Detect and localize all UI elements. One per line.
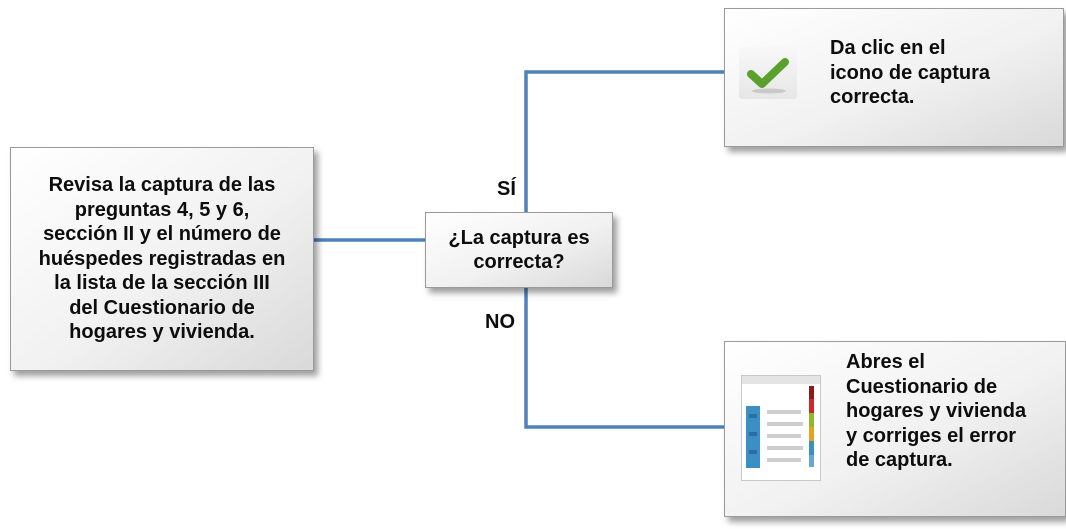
decision-box: ¿La captura es correcta? xyxy=(425,212,613,288)
questionnaire-form-icon xyxy=(741,375,821,481)
yes-outcome-box: Da clic en el icono de captura correcta. xyxy=(724,8,1064,147)
connector-decision-to-no xyxy=(524,288,724,429)
no-outcome-text: Abres el Cuestionario de hogares y vivie… xyxy=(846,351,1027,471)
branch-yes-label: SÍ xyxy=(497,178,516,200)
start-step-text: Revisa la captura de las preguntas 4, 5 … xyxy=(38,174,286,344)
checkmark-icon xyxy=(739,47,797,99)
yes-outcome-text: Da clic en el icono de captura correcta. xyxy=(830,37,991,108)
connector-decision-to-yes xyxy=(524,70,724,212)
branch-no-label: NO xyxy=(485,311,515,333)
no-outcome-box: Abres el Cuestionario de hogares y vivie… xyxy=(724,341,1066,517)
start-step-box: Revisa la captura de las preguntas 4, 5 … xyxy=(10,147,314,371)
decision-question: ¿La captura es correcta? xyxy=(448,226,590,274)
